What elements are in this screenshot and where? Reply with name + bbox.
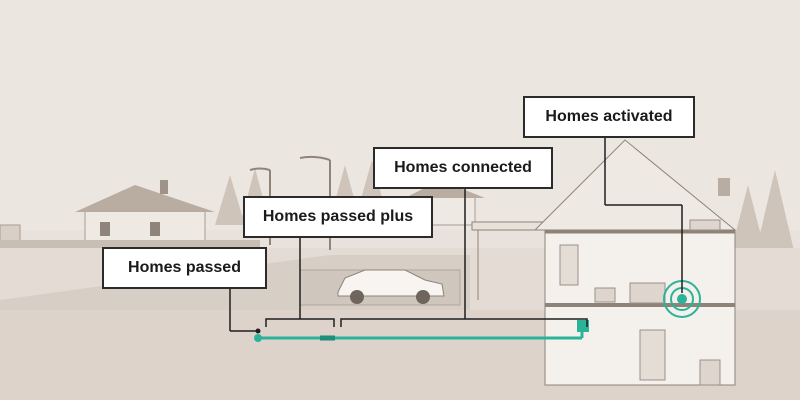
background-house-left	[75, 180, 215, 246]
fiber-cable	[254, 330, 584, 342]
car	[337, 269, 445, 304]
homes-passed-plus-label: Homes passed plus	[243, 196, 433, 238]
leader-lines	[229, 138, 683, 332]
fiber-terminal	[577, 320, 589, 332]
homes-passed-label: Homes passed	[102, 247, 267, 289]
homes-passed-node	[255, 328, 261, 334]
homes-connected-label: Homes connected	[373, 147, 553, 189]
main-house-cutaway	[533, 139, 737, 386]
fence	[0, 240, 260, 248]
homes-activated-label: Homes activated	[523, 96, 695, 138]
